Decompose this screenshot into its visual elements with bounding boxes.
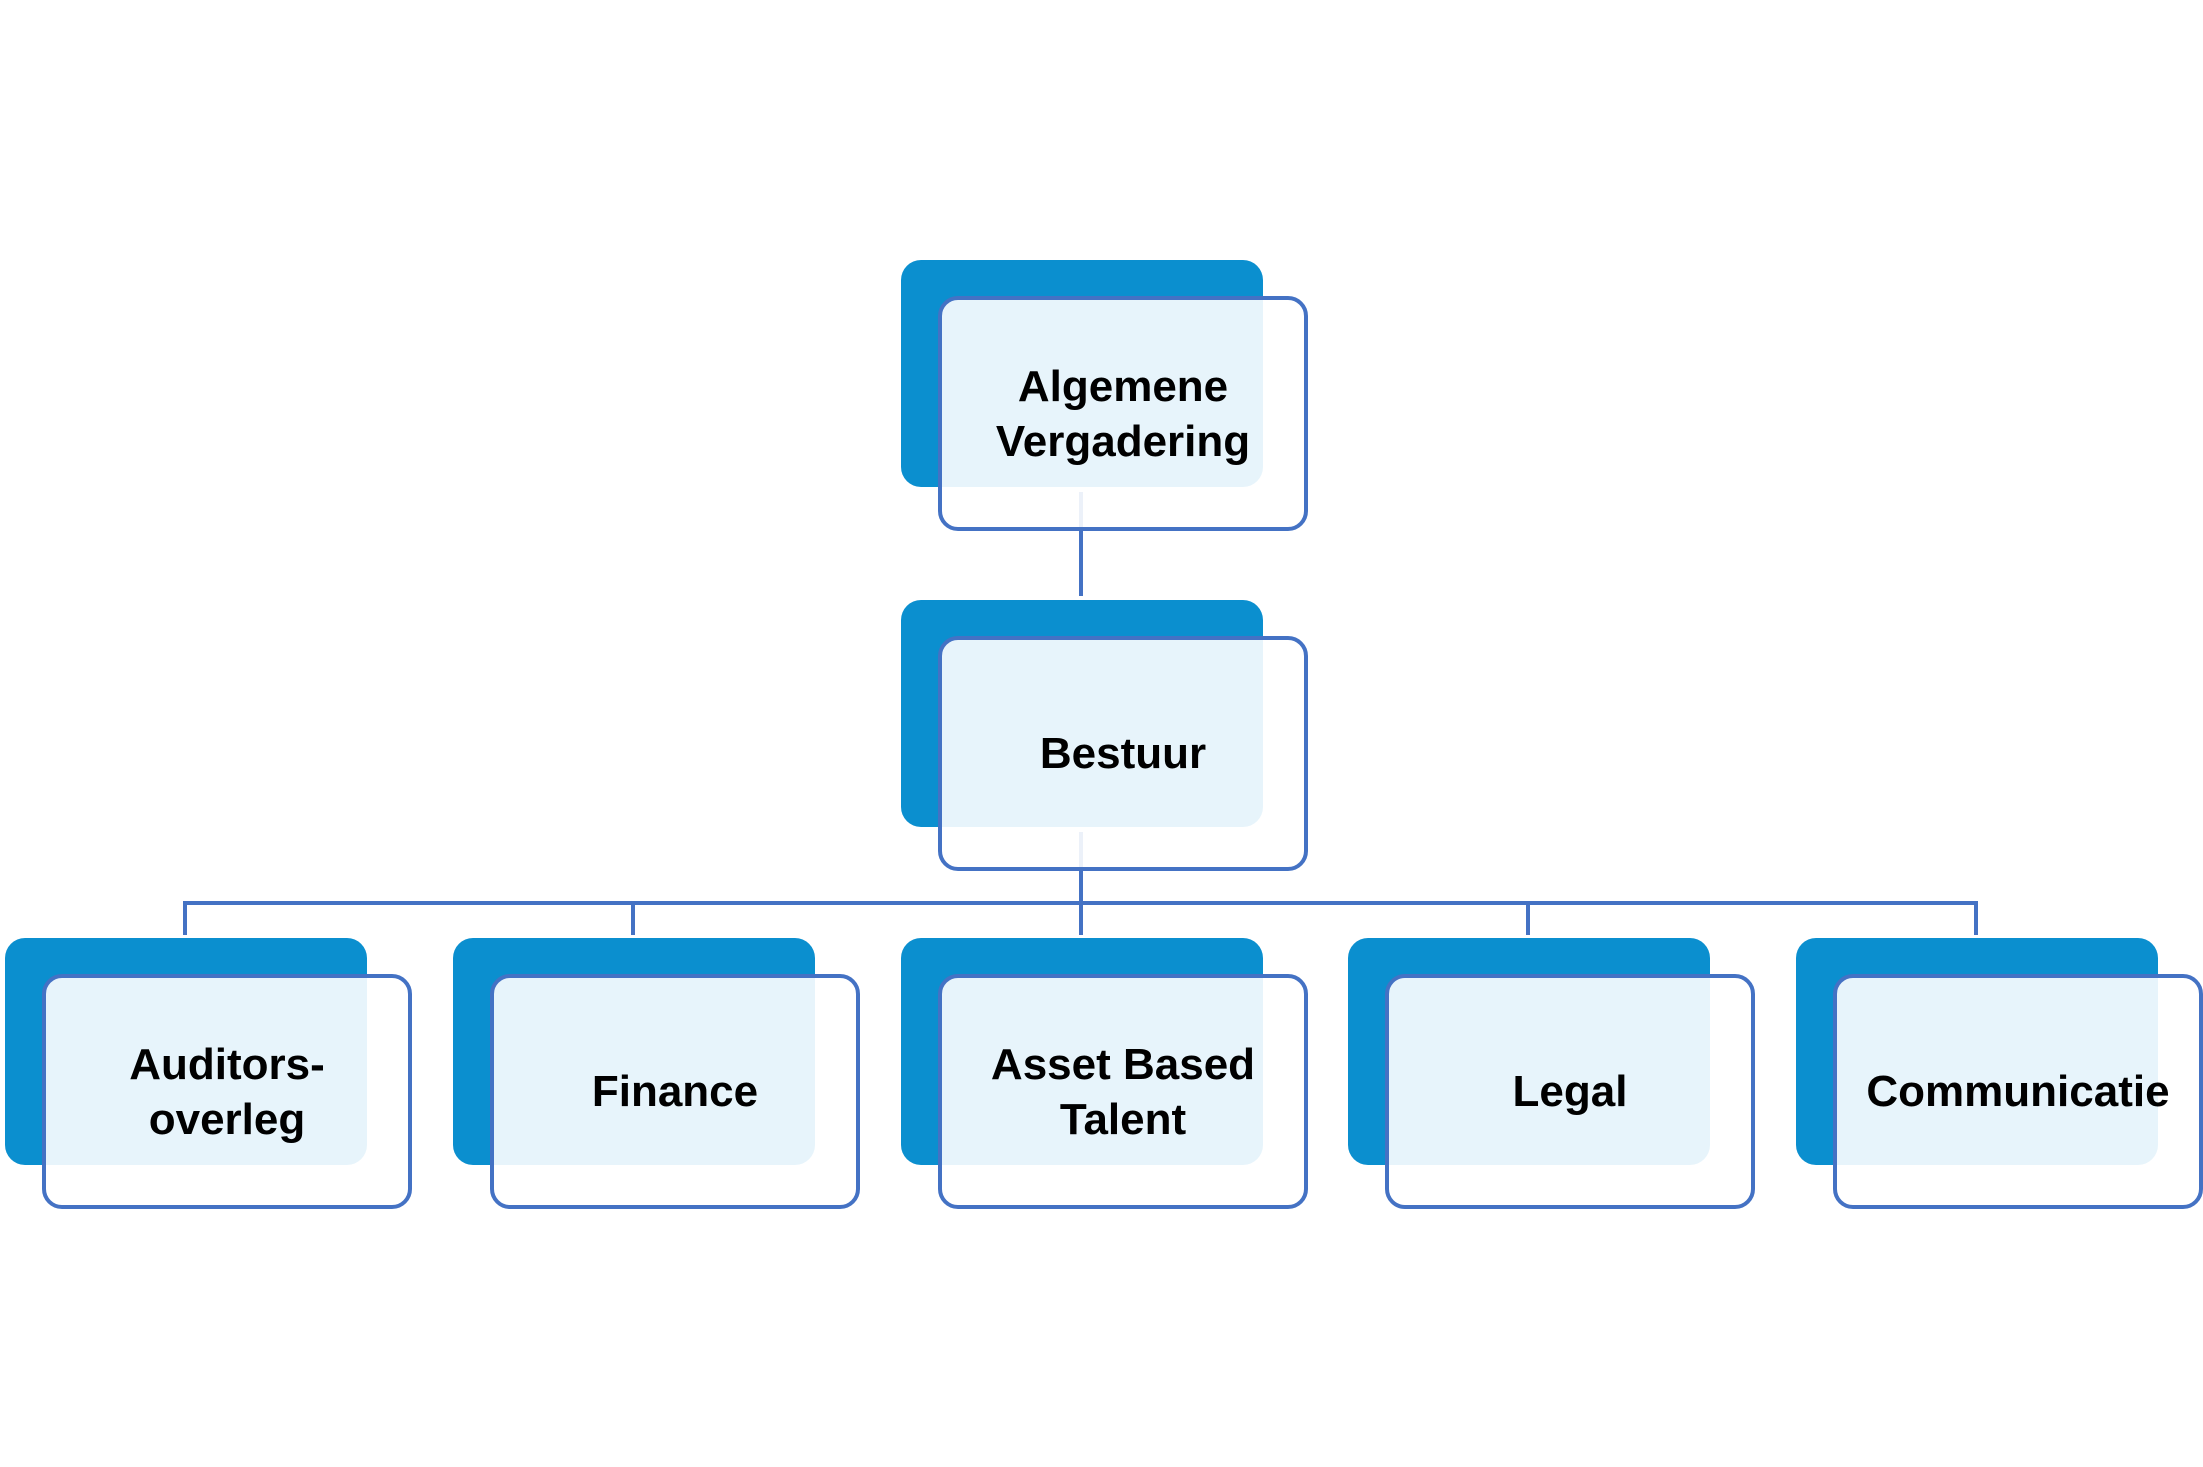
node-algemene-vergadering: Algemene Vergadering bbox=[901, 260, 1311, 531]
node-box: Communicatie bbox=[1833, 974, 2203, 1209]
node-box: Legal bbox=[1385, 974, 1755, 1209]
node-box: Finance bbox=[490, 974, 860, 1209]
node-label: Bestuur bbox=[1039, 729, 1207, 778]
node-label: Auditors- overleg bbox=[129, 1039, 325, 1144]
node-label: Algemene Vergadering bbox=[995, 361, 1251, 466]
node-communicatie: Communicatie bbox=[1796, 938, 2203, 1209]
node-auditors-overleg: Auditors- overleg bbox=[5, 938, 415, 1209]
node-bestuur: Bestuur bbox=[901, 600, 1311, 871]
node-box: Algemene Vergadering bbox=[938, 296, 1308, 531]
node-asset-based-talent: Asset Based Talent bbox=[901, 938, 1311, 1209]
node-finance: Finance bbox=[453, 938, 863, 1209]
node-label: Asset Based Talent bbox=[990, 1039, 1256, 1144]
node-label: Communicatie bbox=[1866, 1067, 2170, 1116]
node-box: Bestuur bbox=[938, 636, 1308, 871]
node-label: Finance bbox=[591, 1067, 759, 1116]
node-box: Asset Based Talent bbox=[938, 974, 1308, 1209]
node-label: Legal bbox=[1512, 1067, 1628, 1116]
node-box: Auditors- overleg bbox=[42, 974, 412, 1209]
node-legal: Legal bbox=[1348, 938, 1758, 1209]
